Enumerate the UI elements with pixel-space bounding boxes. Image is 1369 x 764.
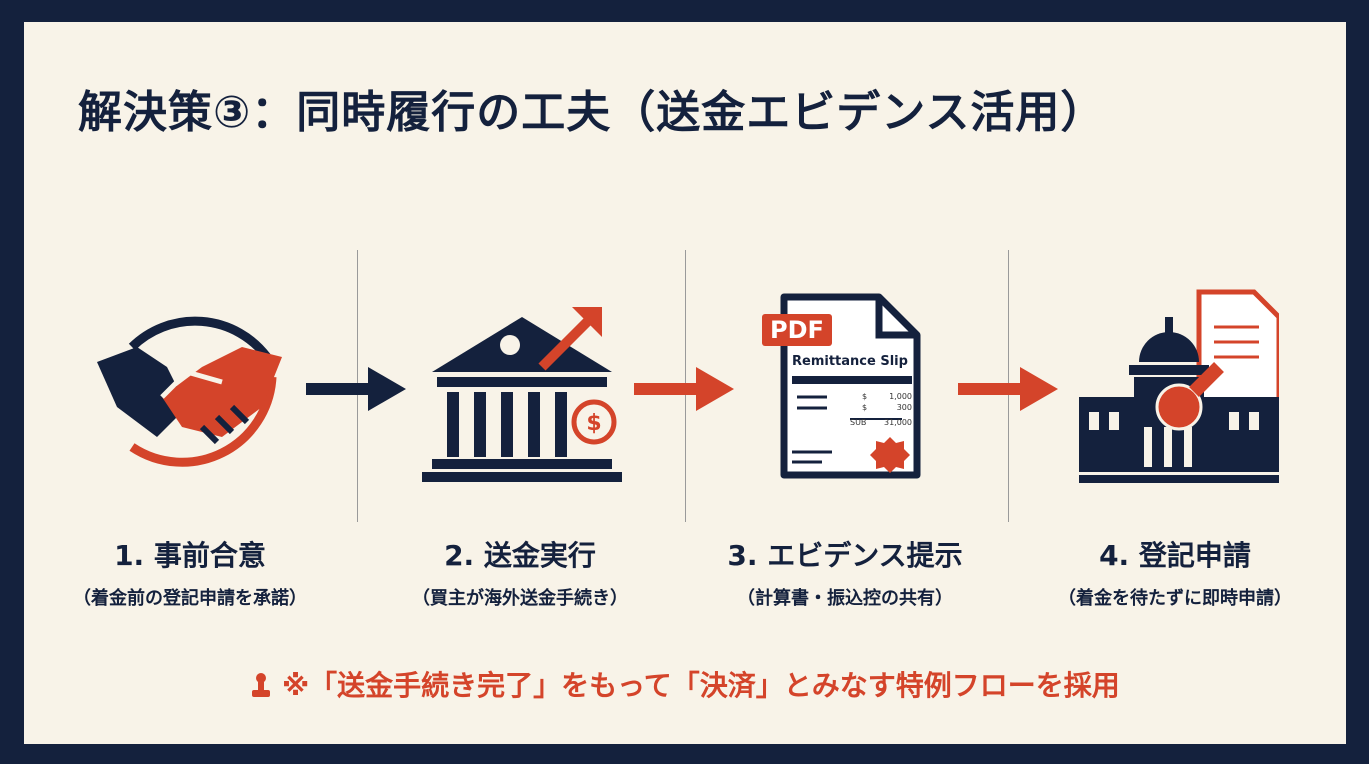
step-description: （買主が海外送金手続き）: [412, 588, 628, 609]
government-building-icon: [1079, 289, 1279, 483]
bank-icon: $: [422, 307, 622, 482]
step-1: 1. 事前合意 （着金前の登記申請を承諾）: [30, 534, 350, 610]
document-heading: Remittance Slip: [792, 354, 908, 369]
step-2: 2. 送金実行 （買主が海外送金手続き）: [360, 534, 680, 610]
svg-text:$: $: [586, 411, 601, 436]
step-label: 1. 事前合意: [114, 539, 266, 572]
currency: $: [862, 403, 868, 412]
step-label: 2. 送金実行: [444, 539, 596, 572]
page-title: 解決策③：同時履行の工夫（送金エビデンス活用）: [78, 87, 1106, 138]
step-3: 3. エビデンス提示 （計算書・振込控の共有）: [685, 534, 1005, 610]
arrow-right-icon: [958, 367, 1058, 411]
step-description: （計算書・振込控の共有）: [737, 588, 953, 609]
arrow-right-icon: [306, 367, 406, 411]
document-icon: PDF Remittance Slip $ 1,000 $ 300 SUB 31…: [762, 292, 922, 482]
slide: 解決策③：同時履行の工夫（送金エビデンス活用） $ PDF Remittance…: [24, 22, 1346, 744]
step-4: 4. 登記申請 （着金を待たずに即時申請）: [1015, 534, 1335, 610]
total-label: SUB: [850, 418, 867, 427]
step-label: 4. 登記申請: [1099, 539, 1251, 572]
amount: 1,000: [889, 392, 912, 401]
footer-text: ※「送金手続き完了」をもって「決済」とみなす特例フローを採用: [281, 669, 1120, 702]
arrow-right-icon: [634, 367, 734, 411]
currency: $: [862, 392, 868, 401]
step-description: （着金前の登記申請を承諾）: [73, 588, 307, 609]
step-label: 3. エビデンス提示: [727, 539, 963, 572]
pdf-badge: PDF: [762, 314, 832, 346]
footer-note: ※「送金手続き完了」をもって「決済」とみなす特例フローを採用: [24, 664, 1346, 704]
handshake-icon: [97, 316, 282, 467]
stamp-icon: [252, 673, 271, 697]
step-description: （着金を待たずに即時申請）: [1058, 588, 1292, 609]
amount: 300: [896, 403, 912, 412]
total-amount: 31,000: [884, 418, 912, 427]
